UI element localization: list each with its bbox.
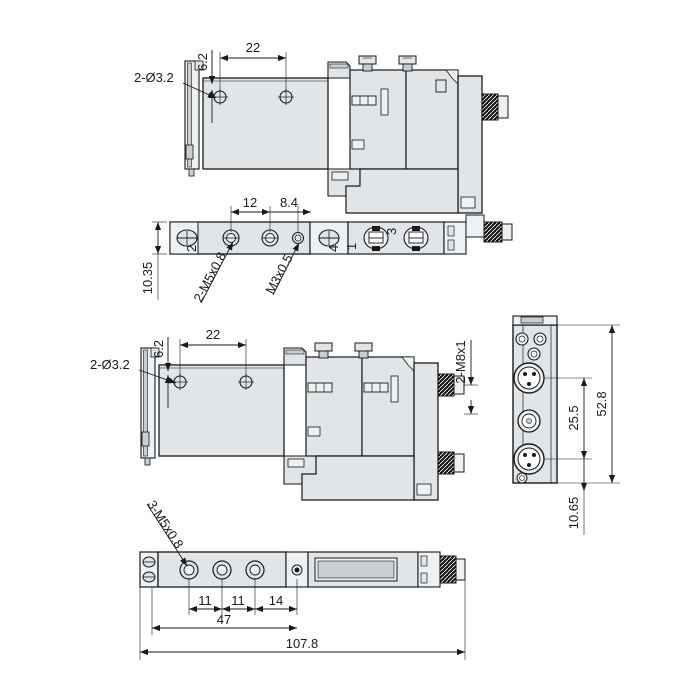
v3-dim-6-2-label: 6.2 [151,340,166,358]
v2-m8-threaded-connector [483,221,513,243]
v2-port-mark-2: 2 [184,245,199,252]
v1-dim-6-2-label: 6.2 [195,53,210,71]
v1-right-end-plate [457,75,509,214]
v3-leader-2-dia-3-2-label: 2-Ø3.2 [90,357,130,372]
v4-bottom-small-connector [516,472,528,484]
v2-port-mark-1: 1 [344,243,359,250]
v5-thread-hole-2 [212,560,232,580]
v4-dimension-10-65: 10.65 [566,459,588,535]
v5-left-end-block [139,551,159,588]
v5-dim-11a-label: 11 [198,593,212,608]
v3-main-body [158,364,285,457]
v5-dim-47-label: 47 [217,612,231,627]
v2-port-mark-3: 3 [384,228,399,235]
v4-dim-10-65-label: 10.65 [566,497,581,530]
v5-dim-14-label: 14 [269,593,283,608]
v4-round-connector-lower [513,443,545,475]
v2-port-screw-4: 4 [318,229,341,252]
v3-dimension-22: 22 [179,327,247,378]
view-5-bottom-plan: 11 11 14 47 107.8 3-M5x0.8 [139,497,466,660]
v3-dim-22-label: 22 [206,327,220,342]
view-1-side-elevation: 22 6.2 2-Ø3.2 [134,40,509,214]
v4-top-small-connector-c [527,347,541,361]
v3-pilot-screw-right [354,342,373,359]
v1-mid-riser [327,61,361,197]
v1-leader-2-dia-3-2: 2-Ø3.2 [134,70,217,123]
v3-solenoid-block-right [354,342,415,457]
v1-solenoid-block-right [398,55,459,170]
v1-m8-threaded-connector [481,93,509,121]
v3-lower-manifold [301,455,415,501]
v2-solenoid-cap-right [403,226,429,251]
view-3-side-elevation: 22 6.2 2-Ø3.2 2-M8x1 [90,327,478,501]
v3-pilot-screw-left [314,342,333,359]
v5-dimension-chain: 11 11 14 [188,579,298,615]
v5-dimension-47: 47 [151,587,297,635]
v2-port-mark-4: 4 [326,245,341,252]
v2-dimension-12: 12 [230,195,271,232]
v2-dimension-10-35: 10.35 [140,221,167,300]
v4-dimension-52-8: 52.8 [557,324,620,484]
v2-thread-hole-m3 [292,232,304,244]
v3-dimension-6-2: 6.2 [151,337,172,382]
v3-leader-2-dia-3-2: 2-Ø3.2 [90,357,177,408]
v2-solenoid-cap-left [363,226,389,251]
v1-main-body [202,77,329,170]
v5-dim-107-8-label: 107.8 [286,636,319,651]
v5-thread-hole-3 [245,560,265,580]
v1-dimension-6-2: 6.2 [195,50,216,96]
v3-solenoid-block-left [305,342,363,457]
v5-m8-threaded-connector [439,555,466,584]
v4-round-connector-middle [517,409,541,433]
v1-lower-manifold [345,168,459,214]
v1-solenoid-block-left [349,55,407,170]
v2-dim-10-35-label: 10.35 [140,262,155,295]
v4-top-small-connector-a [515,332,529,346]
v1-dimension-22: 22 [219,40,287,93]
v3-leader-2-m8: 2-M8x1 [453,340,478,415]
v2-dimension-8-4: 8.4 [270,195,311,232]
v5-small-pin-hole [291,564,303,576]
v5-thread-hole-1 [179,560,199,580]
v3-left-bracket [140,347,160,466]
v5-dim-11b-label: 11 [231,593,245,608]
v4-round-connector-upper [513,362,545,394]
v2-thread-hole-m5-b [261,229,279,247]
v1-dim-22-label: 22 [246,40,260,55]
v3-leader-2-m8-label: 2-M8x1 [453,340,468,383]
v5-dimension-107-8: 107.8 [139,580,466,660]
v2-port-screw-2: 2 [176,229,199,252]
v4-dim-52-8-label: 52.8 [594,391,609,416]
v1-pilot-screw-right [398,55,417,72]
v2-dim-8-4-label: 8.4 [280,195,298,210]
v1-pilot-screw-left [358,55,377,72]
v1-left-bracket [184,60,204,177]
v3-m8-connector-lower [437,451,465,475]
v2-thread-hole-m5-a [222,229,240,247]
v2-dim-12-label: 12 [243,195,257,210]
v4-dim-25-5-label: 25.5 [566,405,581,430]
view-2-bottom-plan: 2 4 1 [140,195,513,304]
v1-leader-2-dia-3-2-label: 2-Ø3.2 [134,70,174,85]
view-4-end-elevation: 52.8 25.5 10.65 [512,315,620,535]
v4-top-small-connector-b [533,332,547,346]
